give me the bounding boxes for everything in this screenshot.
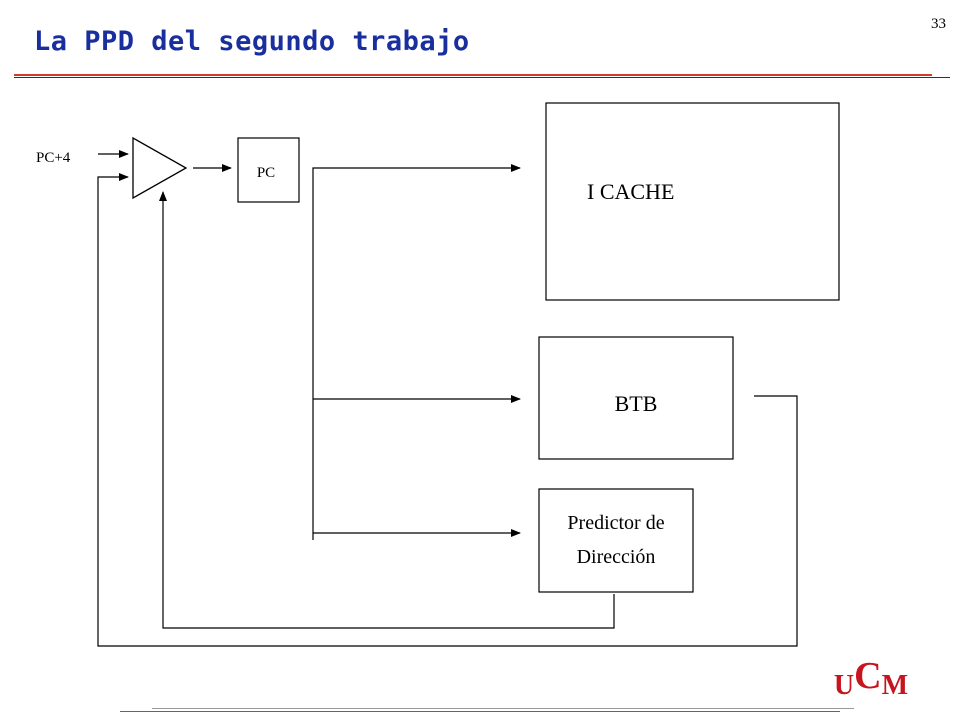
slide-title: La PPD del segundo trabajo [34,26,470,57]
btb-feedback-line [97,173,798,647]
icache-block [545,102,840,301]
logo-letter-m: M [881,670,908,701]
footer-divider-red [120,711,840,712]
logo-letter-u: U [833,670,855,701]
predictor-block [538,488,694,593]
ucm-logo: UCM [833,655,908,704]
slide-number: 33 [931,16,946,32]
multiplexer [132,136,188,200]
pc-label: PC [257,165,275,181]
title-divider-red [14,74,932,76]
pc-bus-to-icache [312,164,521,540]
pc-register [237,137,300,203]
predictor-feedback-line [159,191,615,629]
btb-block [538,336,734,460]
logo-letter-c: C [854,655,882,697]
footer-divider-gray [152,708,854,709]
title-divider-dark [14,77,950,78]
btb-label: BTB [615,391,658,416]
icache-label: I CACHE [587,179,674,204]
pc-plus-4-label: PC+4 [36,150,71,166]
predictor-label-line2: Dirección [577,546,656,568]
predictor-label-line1: Predictor de [567,512,664,534]
